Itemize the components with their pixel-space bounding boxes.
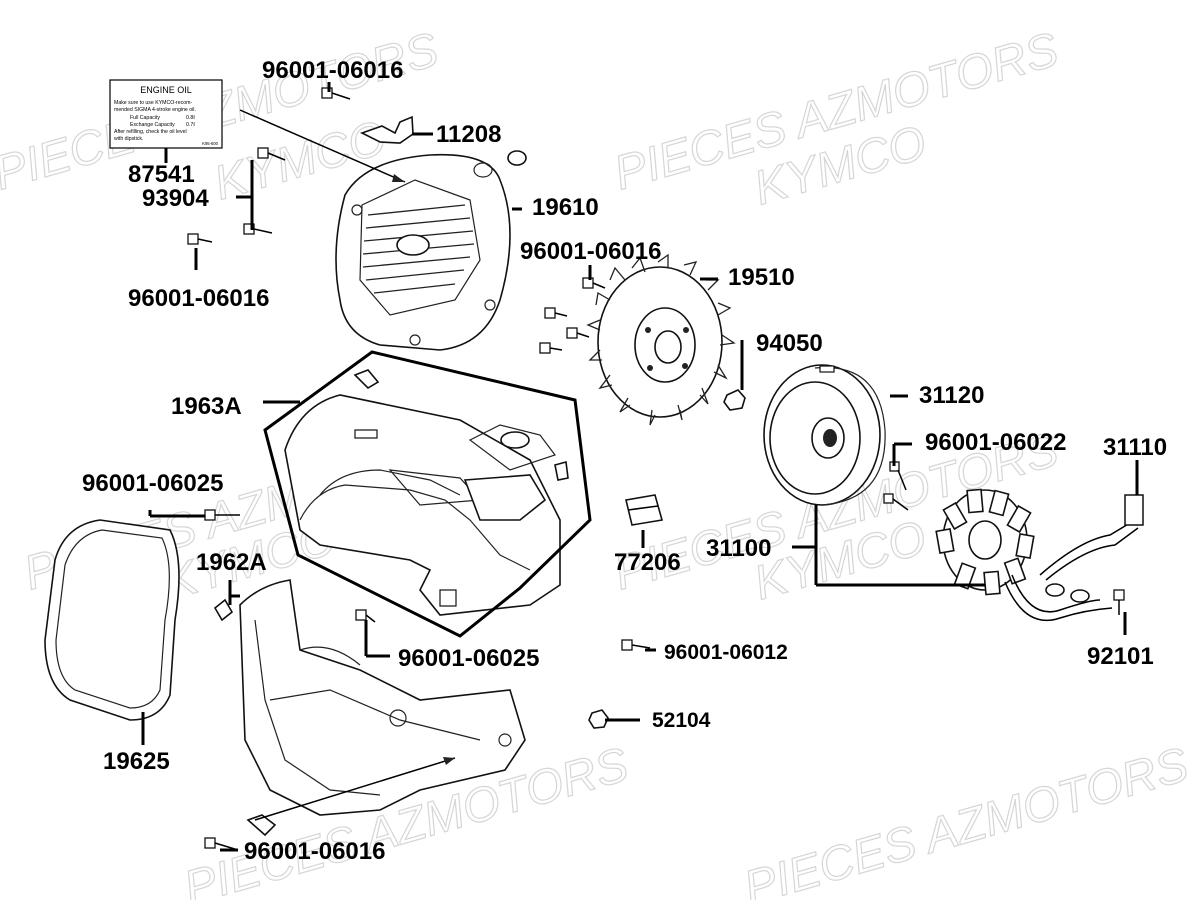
label-96001-06012: 96001-06012 — [664, 641, 788, 664]
cooling-fan-drawing — [586, 253, 736, 426]
label-1962A: 1962A — [196, 549, 267, 576]
label-96001-06016-left: 96001-06016 — [128, 285, 269, 312]
connector-drawing — [1124, 494, 1144, 526]
arrow-clip-to-shroud — [254, 757, 456, 821]
cap-77206 — [625, 494, 664, 526]
bolt-fan-2 — [544, 307, 568, 319]
watermark-layer: PIECES AZMOTORS KYMCO PIECES AZMOTORS KY… — [0, 23, 1195, 900]
label-52104: 52104 — [652, 709, 711, 732]
oil-label-line2: mended SIGMA 4-stroke engine oil. — [114, 107, 196, 113]
label-92101: 92101 — [1087, 643, 1154, 670]
bolt-06022-b — [883, 493, 909, 511]
label-96001-06025-left: 96001-06025 — [82, 470, 223, 497]
label-96001-06016-fan: 96001-06016 — [520, 238, 661, 265]
oil-label-line4-value: 0.7ℓ — [186, 122, 195, 128]
label-96001-06022: 96001-06022 — [925, 429, 1066, 456]
label-31100: 31100 — [706, 535, 771, 562]
nut-52104 — [588, 709, 609, 729]
label-87541: 87541 — [128, 161, 195, 188]
flywheel-nut-drawing — [723, 389, 746, 411]
bolt-left-upper — [187, 233, 213, 245]
screw-93904-upper — [257, 147, 286, 161]
bolt-06025-mid — [355, 609, 376, 623]
label-31120: 31120 — [919, 382, 984, 409]
label-19610: 19610 — [532, 194, 599, 221]
oil-label-line1: Make sure to use KYMCO-recom- — [114, 100, 192, 106]
label-1963A: 1963A — [171, 393, 242, 420]
gasket-outer-drawing — [44, 519, 180, 721]
bracket-drawing — [359, 115, 414, 144]
oil-label-code: K95-600 — [202, 141, 219, 146]
label-93904: 93904 — [142, 185, 209, 212]
oil-label-line6: with dipstick. — [114, 136, 143, 142]
bolt-92101 — [1113, 589, 1125, 615]
bolt-top — [321, 87, 351, 100]
label-31110: 31110 — [1103, 434, 1167, 461]
bolt-fan-3 — [566, 327, 590, 339]
label-19625: 19625 — [103, 748, 170, 775]
label-96001-06016-bottom: 96001-06016 — [244, 838, 385, 865]
label-11208: 11208 — [436, 121, 501, 148]
clip-bottom — [246, 814, 277, 837]
shroud-upper-drawing — [284, 369, 569, 616]
flywheel-drawing — [763, 364, 886, 506]
arrow-label-to-cover — [239, 109, 406, 183]
stator-drawing — [935, 488, 1144, 622]
oil-label-title: ENGINE OIL — [140, 85, 192, 95]
bolt-fan-1 — [582, 277, 606, 289]
label-77206: 77206 — [614, 549, 681, 576]
leader-lines — [141, 82, 1139, 852]
oil-label-line3-name: Full Capacity — [130, 115, 160, 121]
part-labels: 96001-06016 11208 87541 93904 19610 9600… — [82, 57, 1167, 865]
oil-label-line3-value: 0.8ℓ — [186, 115, 195, 121]
label-94050: 94050 — [756, 330, 823, 357]
label-19510: 19510 — [728, 264, 795, 291]
shroud-lower-drawing — [213, 579, 526, 816]
bolt-06012 — [621, 639, 651, 651]
label-96001-06025-mid: 96001-06025 — [398, 645, 539, 672]
shroud-group-outline — [263, 350, 592, 638]
bolt-fan-4 — [539, 342, 563, 354]
watermark-brand-6: PIECES AZMOTORS — [738, 738, 1194, 900]
fan-cover-drawing — [335, 153, 511, 351]
bolt-drawings — [187, 87, 1125, 851]
label-96001-06016-top: 96001-06016 — [262, 57, 403, 84]
oil-label-line5: After refilling, check the oil level — [114, 129, 187, 135]
rubber-plug-drawing — [507, 150, 527, 166]
screw-93904-lower — [243, 223, 273, 235]
oil-label-line4-name: Exchange Capacity — [130, 122, 175, 128]
engine-oil-label-card: ENGINE OIL Make sure to use KYMCO-recom-… — [109, 79, 223, 149]
bolt-bottom — [204, 837, 239, 851]
gasket-inner-drawing — [55, 529, 170, 709]
